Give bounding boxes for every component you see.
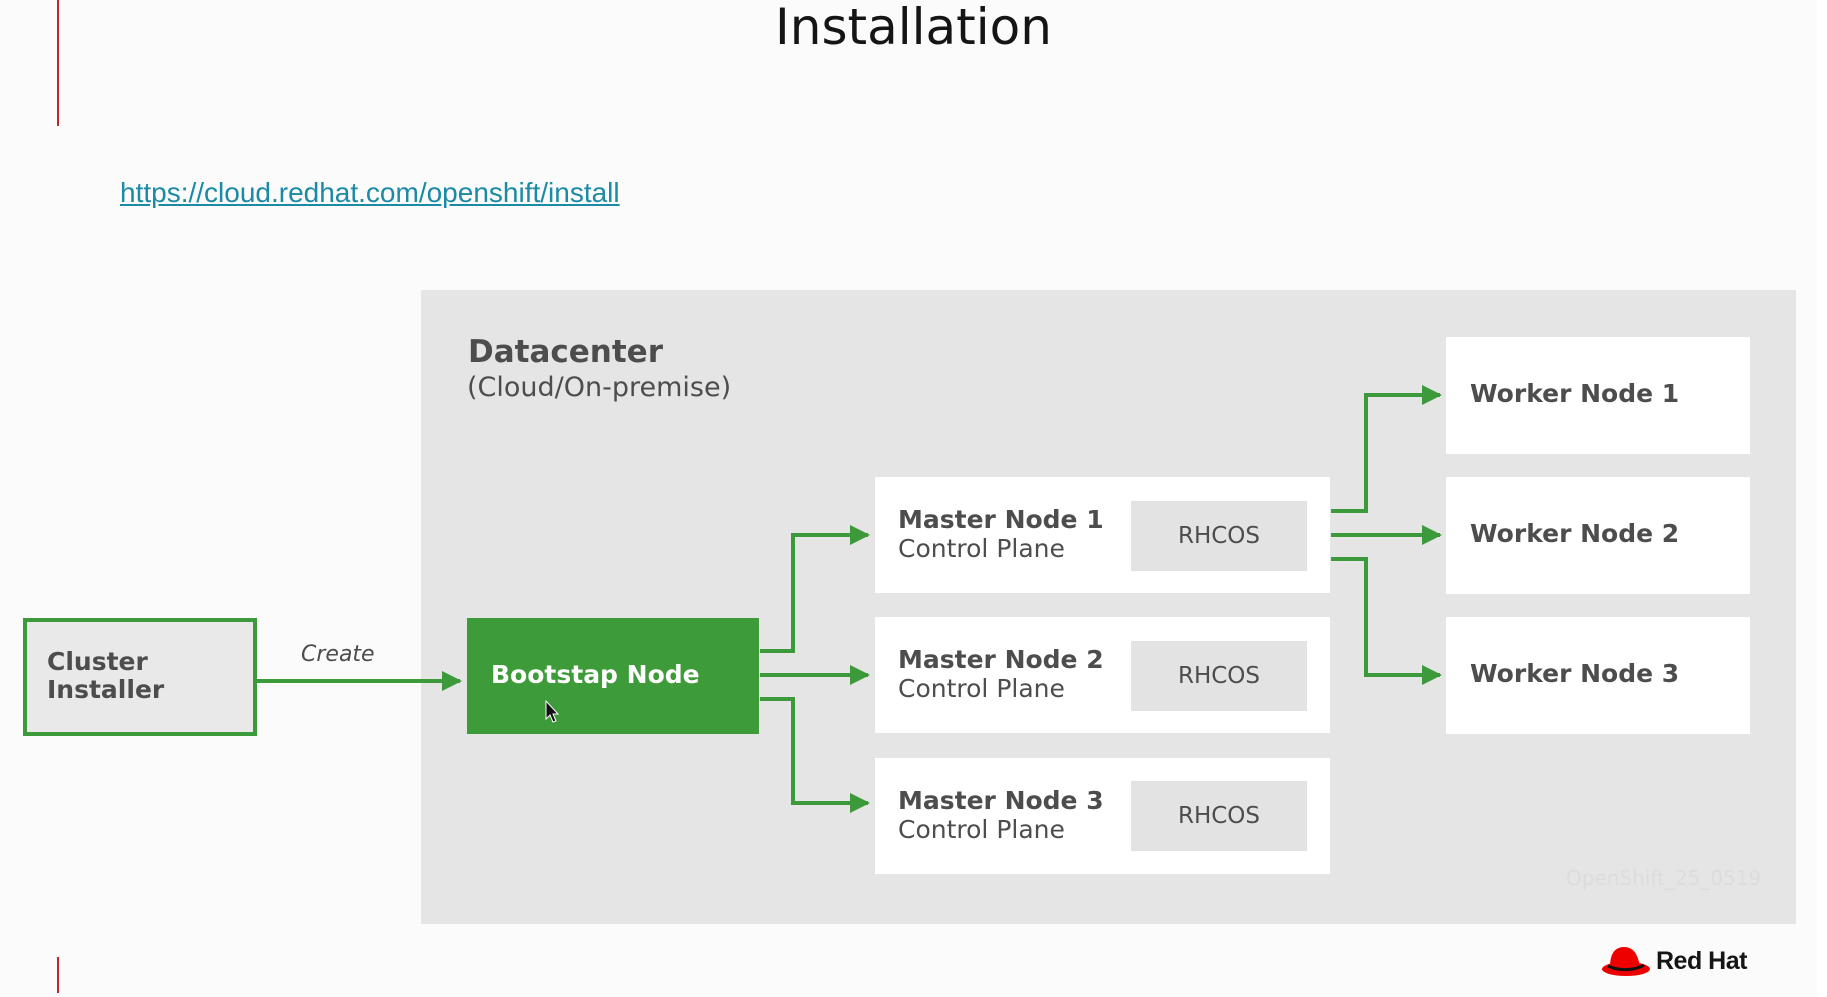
red-hat-wordmark: Red Hat — [1656, 947, 1747, 975]
datacenter-title: Datacenter — [468, 334, 663, 370]
right-edge — [1817, 0, 1827, 997]
left-accent-rule-bottom — [57, 957, 59, 993]
red-hat-logo: Red Hat — [1600, 941, 1760, 981]
master-node-2-name: Master Node 2 — [898, 645, 1104, 674]
datacenter-subtitle: (Cloud/On-premise) — [467, 372, 732, 403]
bootstrap-to-master-1-arrow — [760, 525, 870, 653]
bootstrap-to-master-3-arrow — [760, 697, 870, 813]
worker-node-1-box: Worker Node 1 — [1446, 337, 1750, 454]
create-label: Create — [301, 642, 375, 667]
cluster-installer-label: Cluster Installer — [47, 648, 164, 704]
worker-node-3-label: Worker Node 3 — [1470, 659, 1680, 688]
bootstrap-node-label: Bootstap Node — [491, 660, 700, 689]
master-to-worker-1-arrow — [1331, 385, 1442, 513]
master-node-2-label: Master Node 2 Control Plane — [898, 645, 1104, 703]
master-to-worker-3-arrow — [1331, 557, 1442, 685]
master-node-3-name: Master Node 3 — [898, 786, 1104, 815]
install-link[interactable]: https://cloud.redhat.com/openshift/insta… — [120, 177, 620, 208]
master-node-1-label: Master Node 1 Control Plane — [898, 505, 1104, 563]
master-node-3-role: Control Plane — [898, 815, 1065, 844]
mouse-pointer-icon — [545, 699, 560, 723]
master-node-2-rhcos: RHCOS — [1131, 641, 1307, 711]
master-node-1-rhcos: RHCOS — [1131, 501, 1307, 571]
cluster-installer-box: Cluster Installer — [23, 618, 257, 736]
worker-node-1-label: Worker Node 1 — [1470, 379, 1680, 408]
slide-watermark: OpenShift_25_0519 — [1566, 866, 1762, 890]
master-node-3-label: Master Node 3 Control Plane — [898, 786, 1104, 844]
master-node-2-role: Control Plane — [898, 674, 1065, 703]
worker-node-2-label: Worker Node 2 — [1470, 519, 1680, 548]
master-node-1-role: Control Plane — [898, 534, 1065, 563]
red-hat-icon — [1602, 947, 1650, 976]
cluster-installer-line-2: Installer — [47, 675, 165, 704]
worker-node-2-box: Worker Node 2 — [1446, 477, 1750, 594]
master-node-1-name: Master Node 1 — [898, 505, 1104, 534]
worker-node-3-box: Worker Node 3 — [1446, 617, 1750, 734]
master-node-3-rhcos: RHCOS — [1131, 781, 1307, 851]
slide-title: Installation — [775, 0, 1052, 56]
left-accent-rule-top — [57, 0, 59, 126]
cluster-installer-line-1: Cluster — [47, 647, 148, 676]
bootstrap-node-box: Bootstap Node — [467, 618, 759, 734]
